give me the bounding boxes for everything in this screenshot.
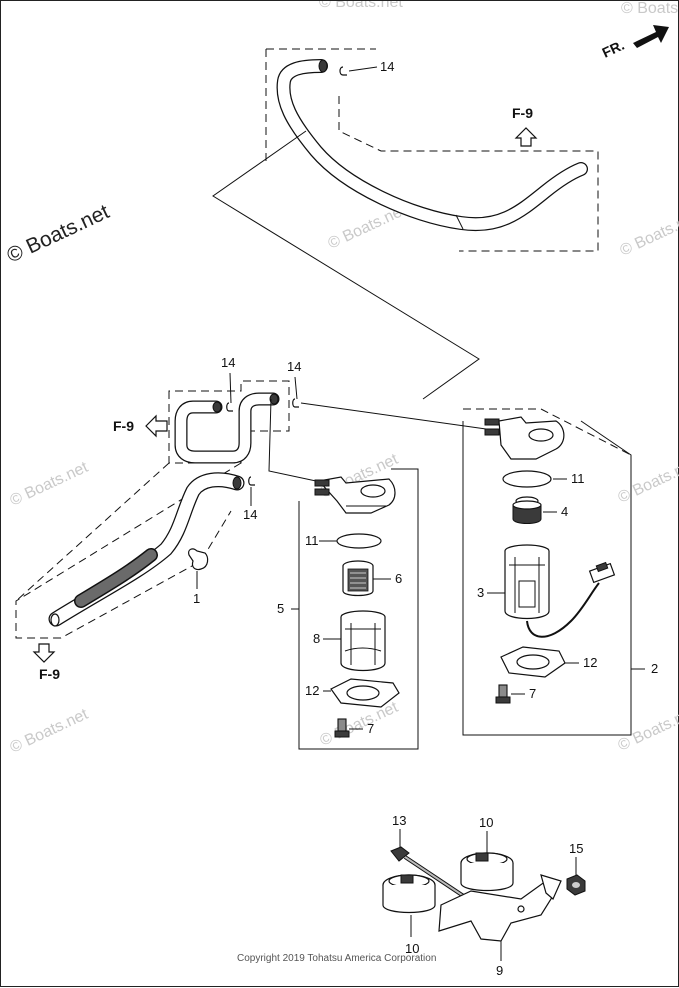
callout-10: 10 [479,815,493,830]
fuel-filter-assembly-5: 5 11 6 8 [277,468,419,750]
front-direction-indicator: FR. [600,25,669,61]
filter-cap [528,428,554,442]
callout-14: 14 [243,507,257,522]
callout-2: 2 [651,661,658,676]
callout-7: 7 [367,721,374,736]
callout-15: 15 [569,841,583,856]
callout-8: 8 [313,631,320,646]
filter-cap [360,484,386,498]
lower-left-hose-group: 14 1 F-9 [15,462,257,682]
watermark-text: © Boats.net [8,459,92,510]
hose-clip-icon [248,476,255,486]
callout-14: 14 [380,59,394,74]
watermark-main: © Boats.net [3,200,113,267]
callout-9: 9 [496,963,503,978]
filter-bowl [340,610,386,672]
hose-end [269,393,279,405]
drain-screw [495,684,511,704]
connection-line [268,398,317,482]
filter-element [512,496,542,524]
filter-clamp-band [460,852,514,892]
hose-clamp-icon [188,548,209,571]
filter-bracket [438,880,557,942]
flow-label-f9: F-9 [39,666,60,682]
callout-6: 6 [395,571,402,586]
callout-4: 4 [561,504,568,519]
flow-label-f9: F-9 [512,105,533,121]
o-ring [502,470,552,488]
fuel-nipple [314,488,330,496]
watermark-text: © Boats.net [8,706,92,757]
bracket-hole [517,905,525,913]
hose-clip-icon [292,398,299,408]
gasket-hole [346,685,380,701]
hose-clip-icon [339,66,347,76]
filter-element [342,560,374,597]
callout-5: 5 [277,601,284,616]
hose-band [455,214,464,230]
callout-7: 7 [529,686,536,701]
hose-end [318,59,328,73]
leader-line [348,66,378,72]
hose-sleeve-fill [75,549,157,607]
connection-line [212,130,480,400]
fuel-filter-assembly-2: 2 11 4 3 [462,408,658,736]
watermark-text: © Boats.net [318,699,402,750]
watermark-text: © Boats.net [616,704,679,755]
flow-up-arrow-icon [514,127,538,147]
callout-13: 13 [392,813,406,828]
leader-line [229,372,232,404]
callout-10: 10 [405,941,419,956]
front-arrow-icon [633,25,669,48]
watermark-text: © Boats.net [319,1,403,11]
gasket-hole [516,654,550,670]
top-hose-group: 14 F-9 [212,48,599,400]
hose-body [175,393,279,463]
callout-12: 12 [305,683,319,698]
watermark-text: © Boats.net [618,209,679,260]
callout-14: 14 [287,359,301,374]
dashed-outline [265,48,599,252]
assembly-bracket [462,420,632,736]
callout-12: 12 [583,655,597,670]
flow-label-f9: F-9 [113,418,134,434]
watermark-text: © Boats.net [616,456,679,507]
fuel-nipple [484,418,500,426]
copyright-text: Copyright 2019 Tohatsu America Corporati… [237,953,436,964]
fuel-nipple [484,428,500,436]
hose-body [277,60,587,230]
hose-clip-icon [226,402,233,412]
mounting-bolt [390,846,473,903]
filter-clamp-band [382,874,436,914]
grommet-nut [566,874,586,896]
o-ring [336,533,382,549]
leader-line [294,376,298,400]
bracket-tab [540,874,562,900]
callout-11: 11 [571,471,585,486]
front-label: FR. [600,37,627,61]
hose-end [50,613,60,627]
callout-3: 3 [477,585,484,600]
hose-end [212,401,222,413]
callout-11: 11 [305,533,319,548]
callout-14: 14 [221,355,235,370]
dashed-outline [463,408,632,456]
watermark-text: © Boats.net [621,1,679,17]
fuel-nipple [314,479,330,487]
assembly-bracket [298,468,419,750]
hose-end [232,476,242,490]
flow-left-arrow-icon [145,414,168,438]
bracket-group: 13 9 10 10 [382,813,586,978]
flow-down-arrow-icon [32,643,56,663]
connection-line [300,402,487,430]
middle-hose-group: 14 14 F-9 [113,355,487,482]
drain-screw [334,718,350,738]
callout-1: 1 [193,591,200,606]
filter-bowl-with-sensor [504,544,616,638]
dashed-outline [15,462,242,639]
